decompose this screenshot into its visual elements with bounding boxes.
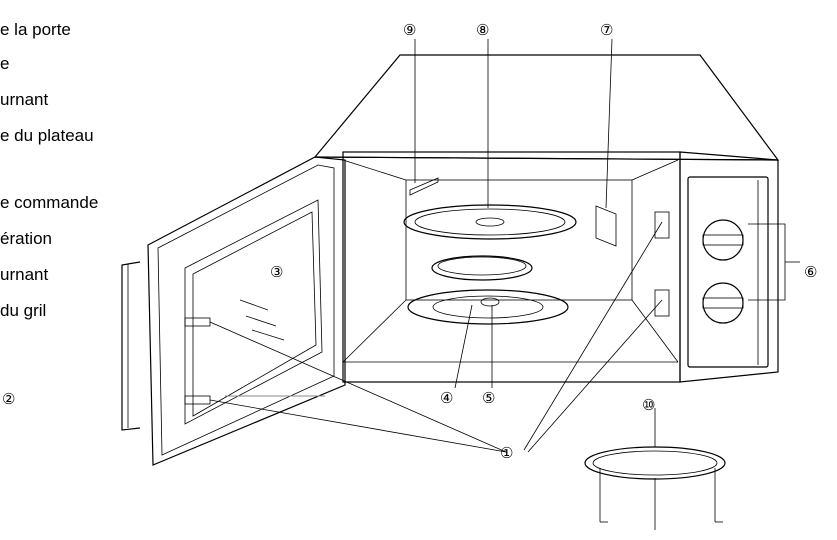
door-window	[184, 199, 323, 425]
microwave-body	[313, 54, 780, 383]
turntable-assembly	[403, 204, 577, 325]
door-handle	[121, 261, 141, 431]
roller-ring	[431, 255, 533, 281]
grill-rack	[584, 408, 726, 530]
callout-9: ⑨	[403, 22, 416, 39]
callout-10: ⑩	[642, 397, 655, 414]
legend-line-3: urnant	[0, 90, 49, 109]
callout-3: ③	[270, 264, 283, 281]
callout-4: ④	[440, 390, 453, 407]
cavity-floor-ring	[407, 289, 569, 325]
callout-5: ⑤	[482, 390, 495, 407]
timer-knob-lower	[702, 282, 744, 324]
callout-2: ②	[2, 391, 15, 408]
control-knobs	[702, 219, 800, 324]
turntable-shaft	[480, 297, 500, 307]
callout-7: ⑦	[600, 22, 613, 39]
glass-tray	[403, 204, 577, 240]
callout-6: ⑥	[804, 264, 817, 281]
callout-1: ①	[500, 445, 513, 462]
legend-line-8: urnant	[0, 265, 49, 284]
legend-line-7: ération	[0, 229, 52, 248]
legend-line-1: e la porte	[0, 20, 71, 39]
callout-8: ⑧	[476, 22, 489, 39]
knob-grip-upper	[702, 234, 744, 246]
leader-lines	[209, 38, 663, 453]
door	[121, 156, 346, 466]
legend-line-4: e du plateau	[0, 126, 94, 145]
legend-line-2: e	[0, 54, 10, 73]
legend-line-9: du gril	[0, 301, 47, 320]
timer-knob-upper	[702, 219, 744, 261]
knob-grip-lower	[702, 297, 744, 309]
legend-line-6: e commande	[0, 193, 99, 212]
